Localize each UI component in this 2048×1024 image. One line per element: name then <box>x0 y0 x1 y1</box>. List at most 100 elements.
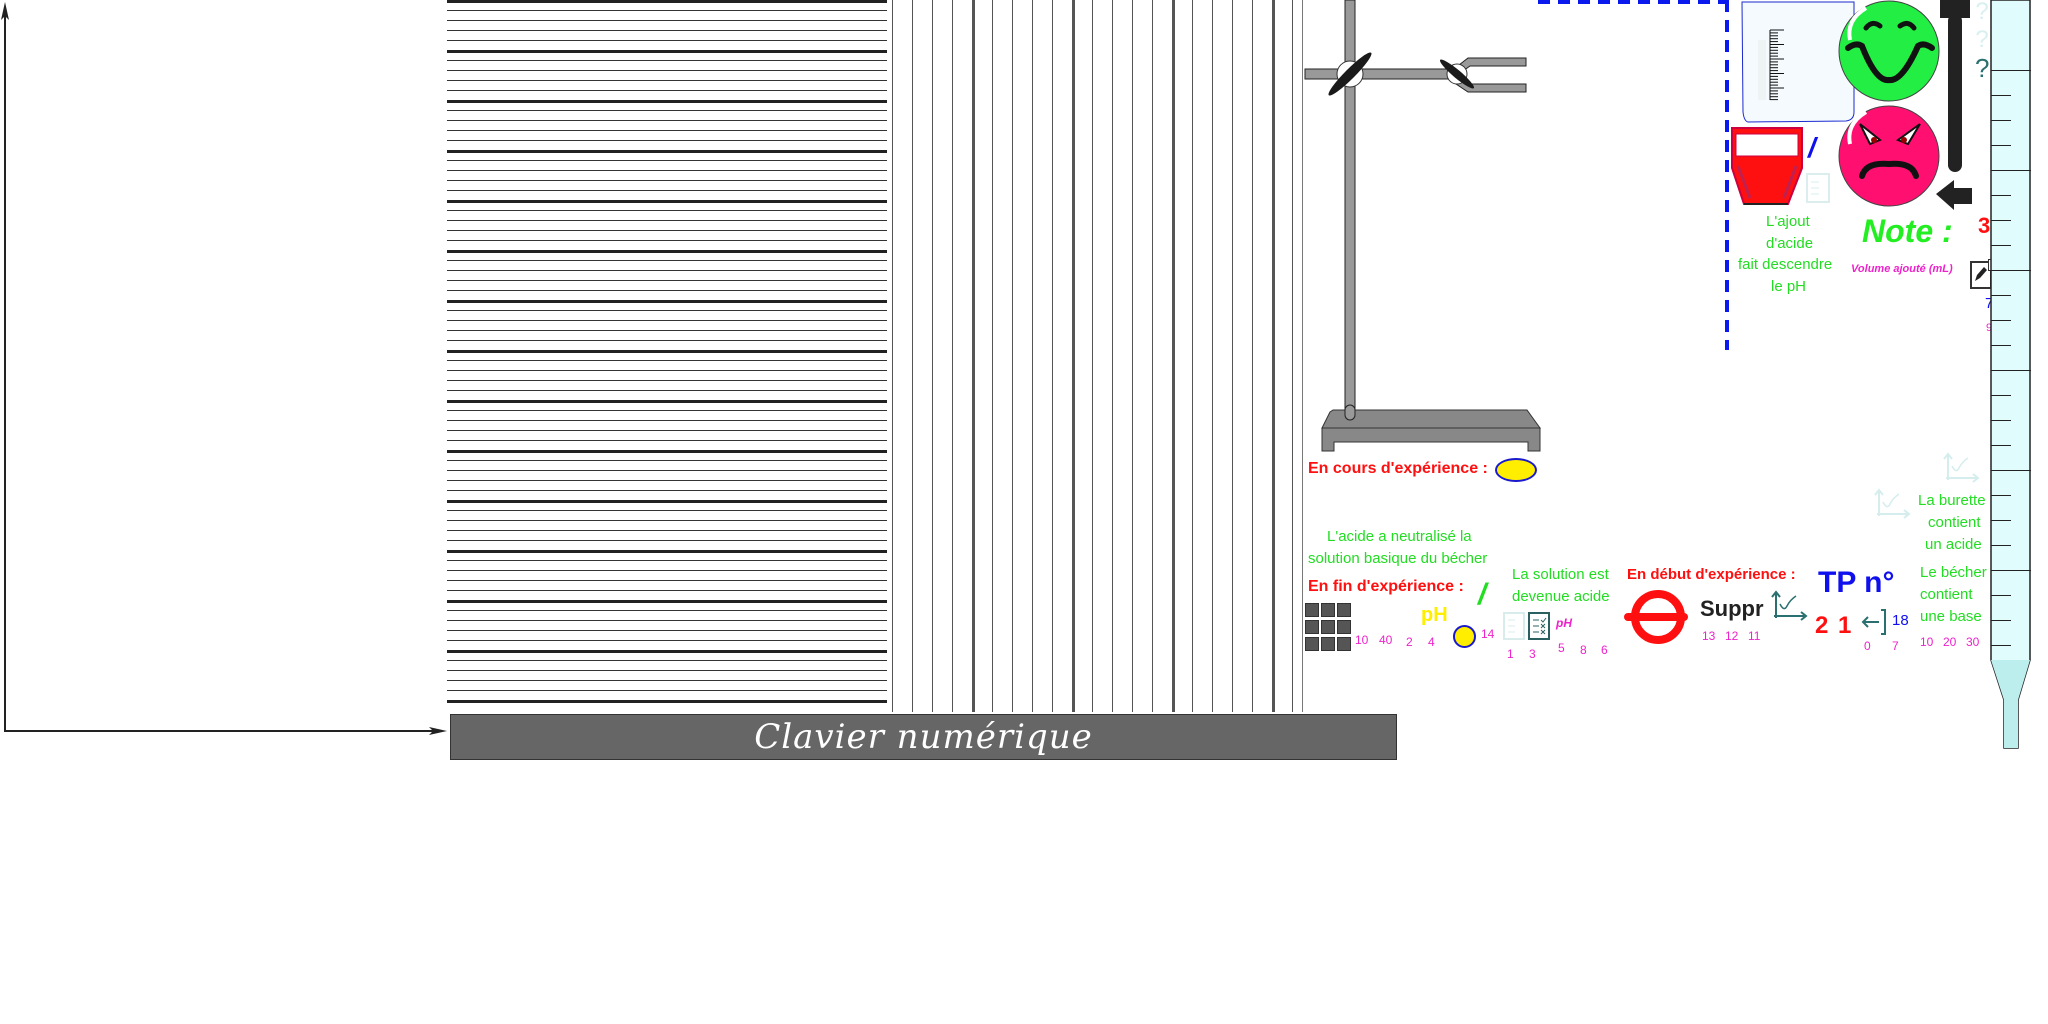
burette-tick <box>1991 495 2011 496</box>
grid-hline <box>447 360 887 361</box>
note-label: Note : <box>1862 213 1953 249</box>
grid-hline <box>447 540 887 541</box>
grid-hline <box>447 350 887 353</box>
red-container-icon[interactable] <box>1730 126 1806 206</box>
grid-hline <box>447 270 887 271</box>
num-8: 8 <box>1580 643 1587 657</box>
burette-tick <box>1991 320 2011 321</box>
grid-hline <box>447 250 887 253</box>
grid-hline <box>447 680 887 681</box>
solution-acide-line1: La solution est <box>1512 566 1609 583</box>
grid-vline <box>912 0 913 712</box>
burette-tick <box>1991 395 2011 396</box>
question-mark-faint-1: ? <box>1975 0 1989 25</box>
grid-vline <box>1032 0 1033 712</box>
grid-vline <box>1212 0 1213 712</box>
lab-stand <box>1304 0 1541 452</box>
grid-hline <box>447 470 887 471</box>
enter-icon[interactable] <box>1859 608 1889 638</box>
numeric-keyboard-button[interactable]: Clavier numérique <box>450 714 1397 760</box>
left-arrow-icon[interactable] <box>1936 180 1972 210</box>
tp-digit-2[interactable]: 2 <box>1815 612 1829 639</box>
num-10a: 10 <box>1355 633 1369 647</box>
ph-yellow-label: pH <box>1421 604 1448 626</box>
burette-line2: contient <box>1928 514 1981 531</box>
graph-icon[interactable] <box>1770 588 1810 622</box>
angry-smiley-icon[interactable] <box>1836 104 1942 208</box>
grid-hline <box>447 650 887 653</box>
volume-label: Volume ajouté (mL) <box>1851 263 1953 275</box>
no-entry-icon[interactable] <box>1622 590 1688 644</box>
suppr-button[interactable]: Suppr <box>1700 596 1764 621</box>
en-fin-label: En fin d'expérience : <box>1308 578 1464 595</box>
grid-hline <box>447 0 887 3</box>
grid-hline <box>447 130 887 131</box>
tp-label: TP n° <box>1818 566 1895 599</box>
burette-tick <box>1991 195 2011 196</box>
burette-line3: un acide <box>1925 536 1982 553</box>
grid-vline <box>992 0 993 712</box>
keypad-icon[interactable] <box>1305 603 1351 651</box>
num-30: 30 <box>1966 635 1980 649</box>
num-5: 5 <box>1558 641 1565 655</box>
graph-axes <box>1 2 447 735</box>
ph-indicator-dot[interactable] <box>1453 625 1476 648</box>
grid-vline <box>1192 0 1193 712</box>
graph-faint-icon[interactable] <box>1873 486 1913 520</box>
grid-hline <box>447 240 887 241</box>
keypad-key <box>1305 637 1319 651</box>
grid-hline <box>447 340 887 341</box>
grid-hline <box>447 330 887 331</box>
num-3: 3 <box>1529 647 1536 661</box>
grid-hline <box>447 610 887 611</box>
pencil-edit-button[interactable] <box>1970 261 1992 289</box>
x-axis-arrow <box>429 727 447 735</box>
checklist-icon[interactable] <box>1528 612 1550 640</box>
en-cours-indicator[interactable] <box>1495 458 1537 482</box>
grid-hline <box>447 110 887 111</box>
beaker-icon[interactable] <box>1738 0 1858 126</box>
grid-hline <box>447 480 887 481</box>
happy-smiley-icon[interactable] <box>1836 0 1942 104</box>
becher-line1: Le bécher <box>1920 564 1987 581</box>
graph-faint-icon-2[interactable] <box>1942 450 1982 484</box>
checklist-faint-icon[interactable] <box>1503 612 1525 640</box>
burette-tick <box>1991 295 2011 296</box>
burette-tick <box>1991 70 2031 71</box>
stopcock-handle[interactable] <box>1930 0 1974 210</box>
num-40: 40 <box>1379 633 1393 647</box>
grid-hline <box>447 260 887 261</box>
num-10b: 10 <box>1920 635 1934 649</box>
num-6: 6 <box>1601 643 1608 657</box>
grid-hline <box>447 450 887 453</box>
note-value: 3 <box>1978 213 1991 238</box>
grid-hline <box>447 500 887 503</box>
dashed-zone-border <box>1538 0 1729 350</box>
grid-hline <box>447 280 887 281</box>
num-20: 20 <box>1943 635 1957 649</box>
checklist-faint-icon-2[interactable] <box>1806 173 1830 203</box>
ajout-line2: d'acide <box>1766 235 1814 252</box>
grid-hline <box>447 140 887 141</box>
num-12: 12 <box>1725 629 1739 643</box>
grid-vline <box>1012 0 1013 712</box>
grid-hline <box>447 300 887 303</box>
burette-tick <box>1991 620 2011 621</box>
grid-hline <box>447 50 887 53</box>
grid-hline <box>447 100 887 103</box>
grid-hline <box>447 170 887 171</box>
burette-tick <box>1991 570 2031 571</box>
tp-digit-1[interactable]: 1 <box>1838 612 1852 639</box>
grid-vline <box>1292 0 1293 712</box>
burette-tick <box>1991 470 2031 471</box>
grid-vline <box>1132 0 1133 712</box>
pencil-icon <box>1975 267 1987 281</box>
help-question-icon[interactable]: ? <box>1975 53 1990 83</box>
grid-hline <box>447 420 887 421</box>
stand-crossbar <box>1304 68 1451 80</box>
ph-small-label: pH <box>1556 616 1572 630</box>
grid-vline <box>1072 0 1075 712</box>
grid-hline <box>447 10 887 11</box>
grid-vline <box>1172 0 1175 712</box>
ajout-line1: L'ajout <box>1766 213 1810 230</box>
